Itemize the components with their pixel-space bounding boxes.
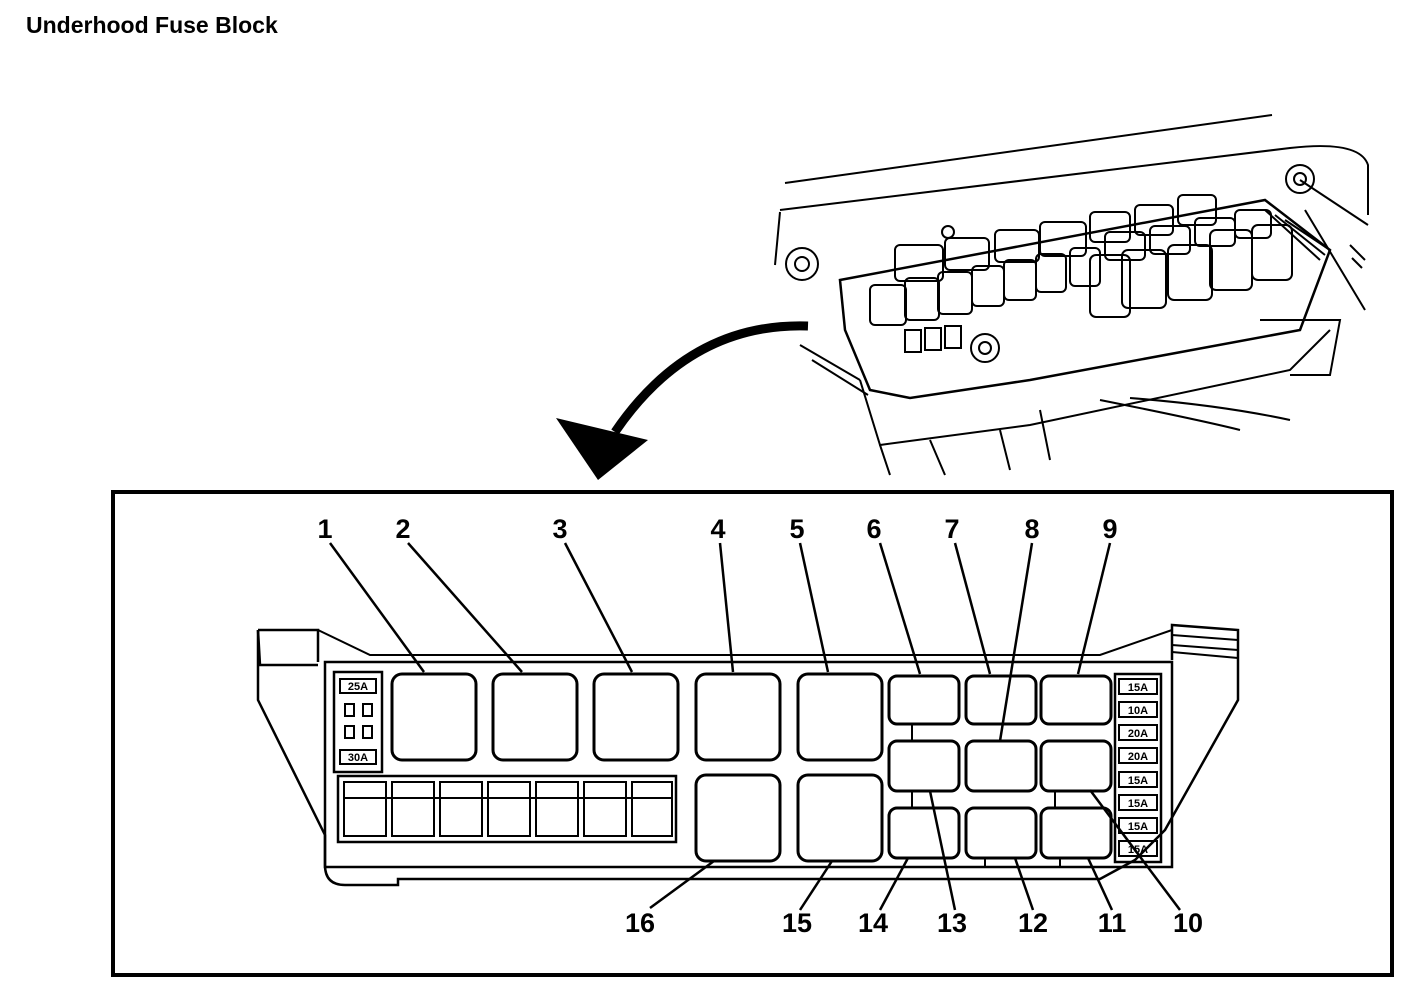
callout-numbers: 1 2 3 4 5 6 7 8 9 10 11 12 13 14 15 16 [317,514,1203,938]
relay-3 [592,672,680,762]
fuse-label: 20A [1128,751,1148,763]
callout-16: 16 [625,908,655,938]
callout-5: 5 [789,514,804,544]
fuse-label: 20A [1128,728,1148,740]
maxi-fuse-row [336,774,678,844]
callout-2: 2 [395,514,410,544]
callout-12: 12 [1018,908,1048,938]
fuse-label: 15A [1128,682,1148,694]
relay-11 [1039,806,1113,860]
relay-13 [887,739,961,793]
callout-6: 6 [866,514,881,544]
detail-frame [111,490,1394,977]
callout-8: 8 [1024,514,1039,544]
relay-7 [964,674,1038,726]
relay-group [390,672,1113,866]
relay-4 [694,672,782,762]
relay-14 [887,806,961,860]
fuse-label: 15A [1128,798,1148,810]
left-fuse-panel: 25A 30A [332,670,384,774]
callout-15: 15 [782,908,812,938]
relay-6 [887,674,961,726]
callout-1: 1 [317,514,332,544]
fuse-block-housing [256,623,1240,887]
curved-arrow-icon [556,321,809,480]
relay-2 [491,672,579,762]
fuse-label: 30A [348,752,368,764]
vehicle-location-illustration [774,114,1369,476]
relay-5 [796,672,884,762]
leader-lines [328,542,1181,911]
callout-11: 11 [1098,908,1127,938]
relay-10 [1039,739,1113,793]
relay-8 [964,739,1038,793]
callout-13: 13 [937,908,967,938]
callout-14: 14 [858,908,888,938]
callout-7: 7 [944,514,959,544]
relay-9 [1039,674,1113,726]
callout-3: 3 [552,514,567,544]
fuse-label: 15A [1128,775,1148,787]
fuse-label: 10A [1128,705,1148,717]
fuse-label: 15A [1128,821,1148,833]
diagram-title: Underhood Fuse Block [26,12,278,38]
fuse-label: 25A [348,681,368,693]
relay-1 [390,672,478,762]
relay-16 [694,773,782,863]
relay-12 [964,806,1038,860]
relay-15 [796,773,884,863]
callout-10: 10 [1173,908,1203,938]
callout-4: 4 [710,514,725,544]
callout-9: 9 [1102,514,1117,544]
